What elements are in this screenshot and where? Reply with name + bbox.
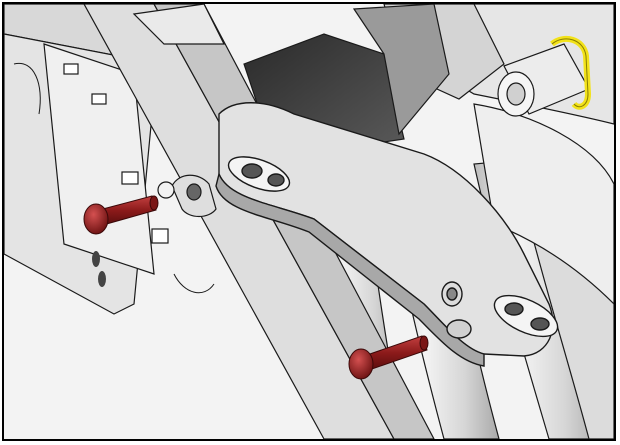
bolt — [83, 195, 159, 235]
mounting-tab — [157, 174, 217, 218]
bolt — [348, 335, 429, 380]
upper-right-fitting — [497, 35, 592, 117]
illustration-frame — [2, 2, 616, 441]
center-bracket-arm — [215, 102, 559, 367]
assembly-illustration — [4, 4, 614, 439]
